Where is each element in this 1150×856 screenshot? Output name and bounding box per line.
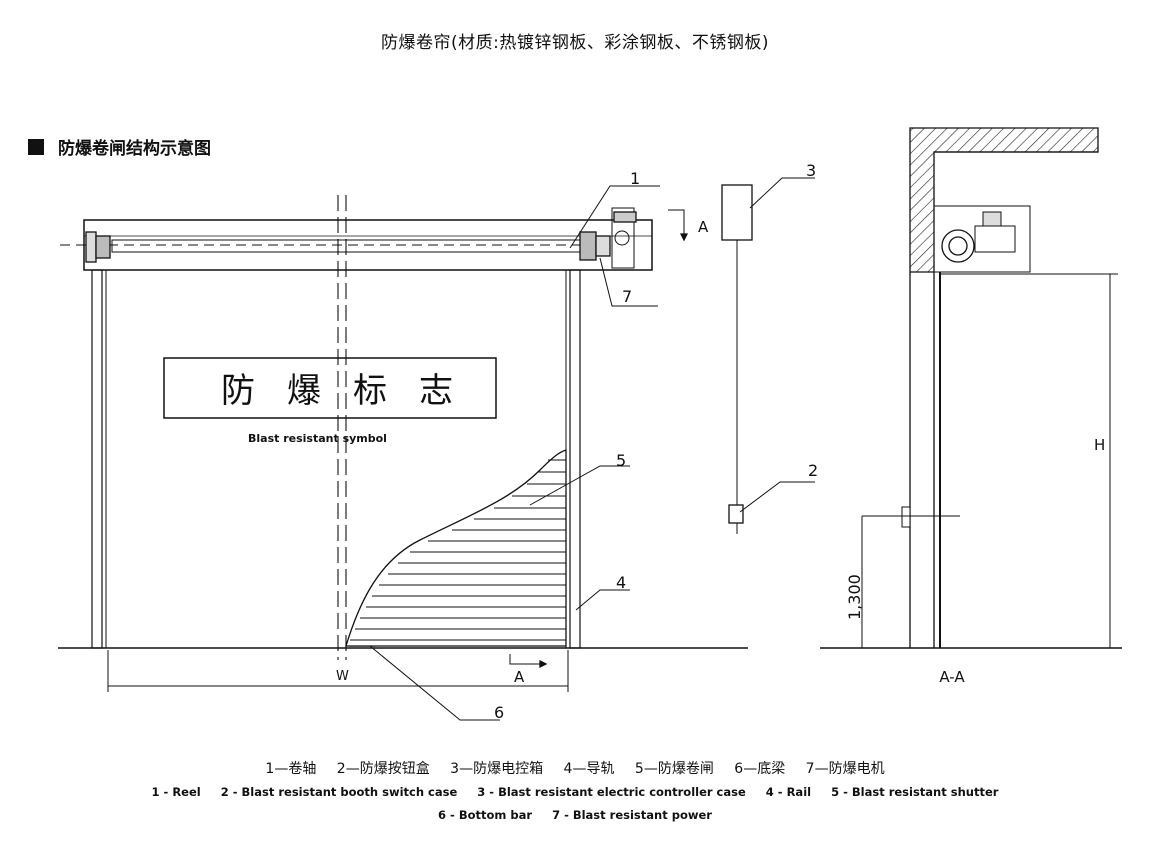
sign-char-4: 志	[419, 371, 453, 411]
legend-cn-6: 6—底梁	[734, 761, 786, 777]
right-rail	[569, 269, 581, 649]
legend-cn-3: 3—防爆电控箱	[450, 761, 544, 777]
legend-english-line1: 1 - Reel 2 - Blast resistant booth switc…	[0, 785, 1150, 799]
legend-english-line2: 6 - Bottom bar 7 - Blast resistant power	[0, 808, 1150, 822]
sign-char-1: 防	[221, 371, 255, 411]
sign-char-3: 标	[353, 371, 387, 411]
controller-assembly	[721, 184, 753, 534]
legend-en-7: 7 - Blast resistant power	[552, 808, 712, 822]
sign-english: Blast resistant symbol	[248, 432, 387, 445]
callout-1: 1	[630, 169, 640, 188]
legend-en-1: 1 - Reel	[151, 785, 201, 799]
bullet-square-icon	[28, 138, 44, 155]
section-view	[820, 127, 1122, 649]
legend-en-4: 4 - Rail	[765, 785, 812, 799]
sign-char-2: 爆	[287, 371, 321, 411]
width-label: W	[336, 669, 349, 684]
section-heading: 防爆卷闸结构示意图	[28, 134, 211, 159]
callout-4: 4	[616, 573, 626, 592]
legend-cn-1: 1—卷轴	[265, 761, 317, 777]
legend-en-2: 2 - Blast resistant booth switch case	[220, 785, 458, 799]
shutter-slats	[345, 449, 567, 647]
page-title: 防爆卷帘(材质:热镀锌钢板、彩涂钢板、不锈钢板)	[381, 33, 769, 53]
legend-cn-2: 2—防爆按钮盒	[336, 761, 430, 777]
legend-en-6: 6 - Bottom bar	[438, 808, 533, 822]
switch-height-label: 1,300	[845, 574, 864, 620]
callout-leaders	[369, 177, 815, 721]
section-view-label: A-A	[939, 668, 965, 686]
callout-3: 3	[806, 161, 816, 180]
electric-controller-case	[721, 184, 753, 241]
sign-text: 防 爆 标 志	[221, 371, 453, 411]
legend-cn-4: 4—导轨	[563, 761, 615, 777]
left-rail	[91, 269, 103, 649]
callout-2: 2	[808, 461, 818, 480]
callout-7: 7	[622, 287, 632, 306]
sign-box	[163, 357, 497, 419]
height-label: H	[1094, 436, 1105, 454]
callout-5: 5	[616, 451, 626, 470]
reel-tube	[111, 239, 583, 253]
legend-cn-7: 7—防爆电机	[805, 761, 885, 777]
section-ref-bottom: A	[514, 668, 525, 686]
legend-chinese: 1—卷轴 2—防爆按钮盒 3—防爆电控箱 4—导轨 5—防爆卷闸 6—底梁 7—…	[0, 758, 1150, 778]
booth-switch-case	[728, 504, 744, 524]
legend-en-5: 5 - Blast resistant shutter	[831, 785, 999, 799]
legend-cn-5: 5—防爆卷闸	[634, 761, 714, 777]
callout-6: 6	[494, 703, 504, 722]
section-heading-text: 防爆卷闸结构示意图	[58, 139, 211, 159]
legend-en-3: 3 - Blast resistant electric controller …	[477, 785, 746, 799]
section-ref-top: A	[698, 218, 709, 236]
